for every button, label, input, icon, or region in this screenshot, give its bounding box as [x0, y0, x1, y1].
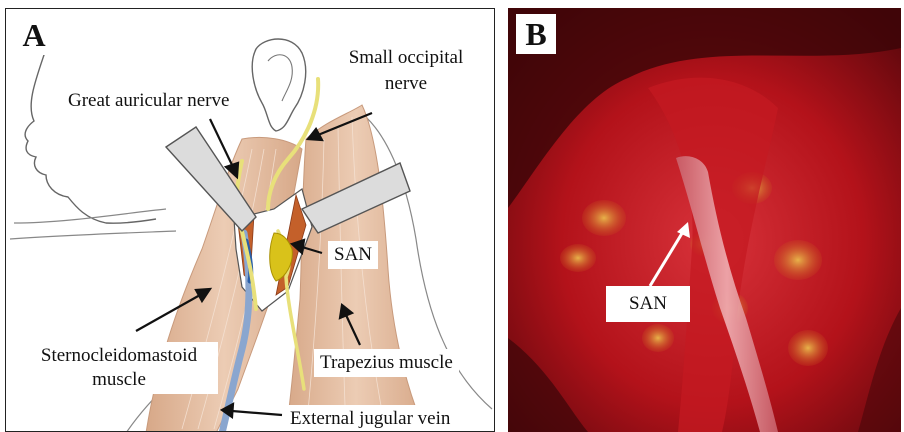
surgical-field-photo	[508, 8, 901, 432]
label-external-jugular-vein: External jugular vein	[284, 405, 456, 432]
label-scm-line2: muscle	[20, 366, 218, 394]
label-trapezius-muscle: Trapezius muscle	[314, 349, 459, 377]
panel-b-surgical-photo: B SAN	[508, 8, 901, 432]
face-outline	[25, 49, 156, 223]
panel-a-letter: A	[14, 15, 54, 55]
label-great-auricular-nerve: Great auricular nerve	[68, 89, 229, 113]
panel-b-letter: B	[516, 14, 556, 54]
neck-front-outline	[10, 231, 176, 239]
panel-a-illustration: A	[5, 8, 495, 432]
label-san-b: SAN	[606, 286, 690, 322]
label-small-occipital-line1: Small occipital	[341, 46, 471, 70]
label-san-a: SAN	[328, 241, 378, 269]
ear	[252, 39, 305, 131]
label-small-occipital-line2: nerve	[341, 72, 471, 96]
